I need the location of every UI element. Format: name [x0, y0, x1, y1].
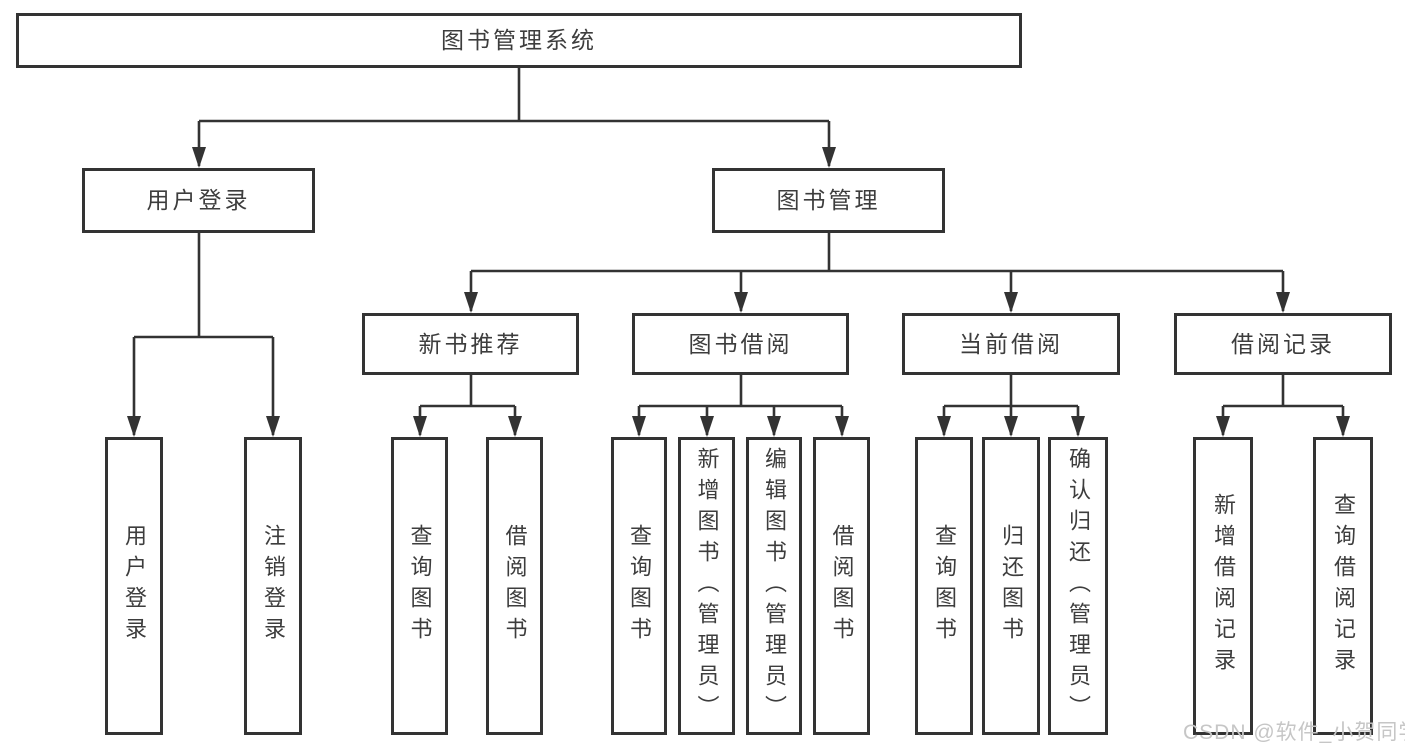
- leaf-add-books-admin: 新增图书（管理员）: [678, 437, 735, 735]
- leaf-borrow-books-label: 借阅图书: [829, 524, 855, 648]
- node-user-login: 用户登录: [82, 168, 315, 233]
- node-book-borrow: 图书借阅: [632, 313, 849, 375]
- leaf-add-borrow-record: 新增借阅记录: [1193, 437, 1253, 735]
- node-new-book-recommend-label: 新书推荐: [418, 330, 523, 357]
- node-root: 图书管理系统: [16, 13, 1022, 68]
- node-current-borrow-label: 当前借阅: [959, 330, 1063, 357]
- node-book-management-label: 图书管理: [776, 187, 881, 213]
- leaf-add-borrow-record-label: 新增借阅记录: [1211, 493, 1236, 679]
- node-user-login-label: 用户登录: [146, 187, 251, 213]
- leaf-add-books-admin-label: 新增图书（管理员）: [694, 446, 720, 726]
- leaf-edit-books-admin: 编辑图书（管理员）: [746, 437, 802, 735]
- leaf-borrow-query-books: 查询图书: [611, 437, 667, 735]
- leaf-logout: 注销登录: [244, 437, 302, 735]
- leaf-edit-books-admin-label: 编辑图书（管理员）: [762, 446, 787, 726]
- leaf-query-borrow-record: 查询借阅记录: [1313, 437, 1373, 735]
- leaf-return-books-label: 归还图书: [999, 524, 1024, 648]
- leaf-current-query-books-label: 查询图书: [932, 524, 957, 648]
- leaf-borrow-books: 借阅图书: [813, 437, 870, 735]
- watermark: CSDN @软件_小贺同学: [1183, 721, 1405, 744]
- leaf-current-query-books: 查询图书: [915, 437, 973, 735]
- arrowheads: [127, 147, 1350, 437]
- leaf-return-books: 归还图书: [982, 437, 1040, 735]
- node-book-management: 图书管理: [712, 168, 945, 233]
- node-root-label: 图书管理系统: [441, 27, 597, 53]
- leaf-confirm-return-admin: 确认归还（管理员）: [1048, 437, 1108, 735]
- node-borrow-records: 借阅记录: [1174, 313, 1392, 375]
- leaf-recommend-query-books: 查询图书: [391, 437, 448, 735]
- node-new-book-recommend: 新书推荐: [362, 313, 579, 375]
- leaf-query-borrow-record-label: 查询借阅记录: [1331, 493, 1356, 679]
- node-current-borrow: 当前借阅: [902, 313, 1120, 375]
- node-borrow-records-label: 借阅记录: [1231, 330, 1335, 357]
- leaf-logout-label: 注销登录: [261, 524, 286, 648]
- leaf-recommend-borrow-books-label: 借阅图书: [502, 524, 528, 648]
- leaf-recommend-query-books-label: 查询图书: [407, 524, 433, 648]
- leaf-user-login: 用户登录: [105, 437, 163, 735]
- leaf-borrow-query-books-label: 查询图书: [627, 524, 652, 648]
- leaf-confirm-return-admin-label: 确认归还（管理员）: [1066, 446, 1091, 726]
- node-book-borrow-label: 图书借阅: [688, 330, 793, 357]
- leaf-user-login-label: 用户登录: [122, 524, 147, 648]
- leaf-recommend-borrow-books: 借阅图书: [486, 437, 543, 735]
